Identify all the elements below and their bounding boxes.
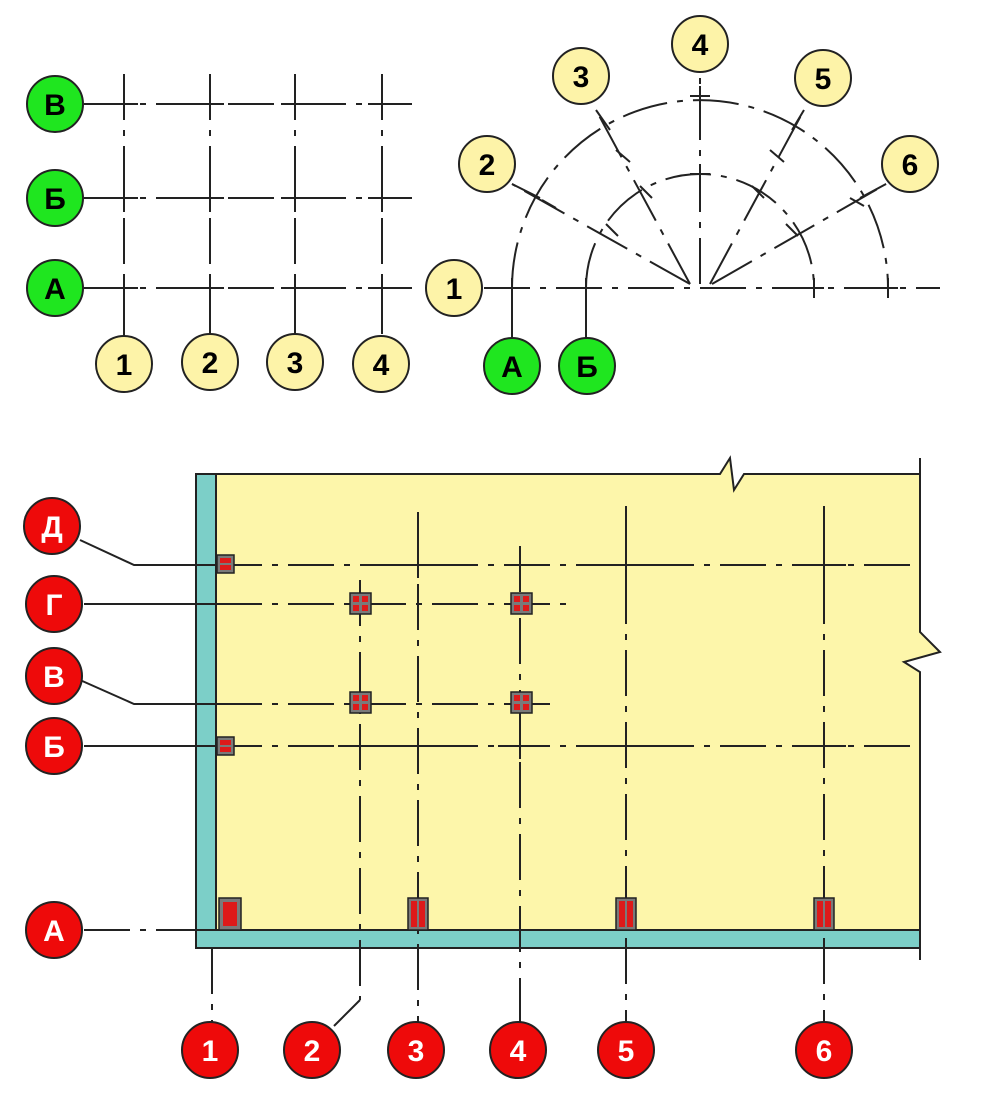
plan-column-v2 xyxy=(349,691,372,714)
radial-bubble-6: 6 xyxy=(881,135,939,193)
radial-arc-bubble-a: А xyxy=(483,337,541,395)
rect-col-label-2: 2 xyxy=(202,347,219,380)
plan-row-label-v: В xyxy=(43,661,65,694)
plan-column-a1 xyxy=(218,897,242,931)
radial-grid-diagram: 1 2 3 4 5 6 А Б xyxy=(425,15,940,395)
rect-row-label-v: В xyxy=(44,89,66,122)
plan-col-bubble-6: 6 xyxy=(795,1021,853,1079)
radial-bubble-4: 4 xyxy=(671,15,729,73)
radial-arc-bubble-b: Б xyxy=(558,337,616,395)
rect-row-bubble-b: Б xyxy=(26,169,84,227)
plan-row-bubble-g: Г xyxy=(25,575,83,633)
rect-row-label-b: Б xyxy=(44,183,66,216)
radial-arc-label-a: А xyxy=(501,351,523,384)
radial-bubble-5: 5 xyxy=(794,49,852,107)
radial-label-3: 3 xyxy=(573,61,590,94)
rect-col-label-4: 4 xyxy=(373,349,390,382)
rect-col-bubble-2: 2 xyxy=(181,333,239,391)
plan-top-break-line xyxy=(196,455,920,493)
radial-bubble-3: 3 xyxy=(552,47,610,105)
rect-col-label-3: 3 xyxy=(287,347,304,380)
rect-row-bubble-a: А xyxy=(26,259,84,317)
radial-intersection-crosses xyxy=(502,86,898,298)
rect-col-bubble-3: 3 xyxy=(266,333,324,391)
plan-row-label-d: Д xyxy=(41,511,62,544)
plan-row-bubble-b: Б xyxy=(25,717,83,775)
radial-leaders xyxy=(511,109,887,199)
plan-col-label-6: 6 xyxy=(816,1035,833,1068)
plan-axis-col-2-leader xyxy=(333,999,361,1027)
rect-col-bubble-1: 1 xyxy=(95,335,153,393)
plan-column-v4 xyxy=(510,691,533,714)
plan-column-a3 xyxy=(407,897,429,931)
plan-col-label-5: 5 xyxy=(618,1035,635,1068)
rect-row-label-a: А xyxy=(44,273,66,306)
plan-column-b1 xyxy=(216,736,235,756)
radial-label-2: 2 xyxy=(479,149,496,182)
rect-row-bubble-v: В xyxy=(26,75,84,133)
plan-col-bubble-4: 4 xyxy=(489,1021,547,1079)
radial-label-1: 1 xyxy=(446,273,463,306)
plan-col-label-2: 2 xyxy=(304,1035,321,1068)
plan-row-label-g: Г xyxy=(45,589,62,622)
plan-column-g4 xyxy=(510,592,533,615)
plan-row-bubble-a: А xyxy=(25,901,83,959)
radial-bubble-2: 2 xyxy=(458,135,516,193)
radial-label-6: 6 xyxy=(902,149,919,182)
rect-grid-diagram: В Б А 1 2 3 4 xyxy=(26,74,412,393)
building-plan-diagram: Д Г В Б А 1 2 3 xyxy=(23,455,942,1079)
plan-column-a5 xyxy=(615,897,637,931)
plan-col-bubble-3: 3 xyxy=(387,1021,445,1079)
rect-col-bubble-4: 4 xyxy=(352,335,410,393)
plan-row-label-b: Б xyxy=(43,731,65,764)
radial-label-4: 4 xyxy=(692,29,709,62)
plan-wall-left xyxy=(195,473,217,949)
radial-arc-label-b: Б xyxy=(576,351,598,384)
plan-col-label-1: 1 xyxy=(202,1035,219,1068)
plan-col-label-4: 4 xyxy=(510,1035,527,1068)
plan-column-g2 xyxy=(349,592,372,615)
plan-row-bubble-v: В xyxy=(25,647,83,705)
plan-wall-bottom xyxy=(195,929,921,949)
plan-floor xyxy=(196,458,940,948)
rect-col-label-1: 1 xyxy=(116,349,133,382)
plan-row-bubble-d: Д xyxy=(23,497,81,555)
rect-intersection-crosses xyxy=(110,90,396,302)
radial-label-5: 5 xyxy=(815,63,832,96)
plan-column-a6 xyxy=(813,897,835,931)
plan-col-bubble-5: 5 xyxy=(597,1021,655,1079)
plan-col-bubble-2: 2 xyxy=(283,1021,341,1079)
plan-row-leaders xyxy=(79,539,216,747)
plan-row-label-a: А xyxy=(43,915,65,948)
plan-col-label-3: 3 xyxy=(408,1035,425,1068)
plan-intersection-crosses xyxy=(338,552,846,759)
plan-right-break-line xyxy=(901,458,942,960)
plan-col-bubble-1: 1 xyxy=(181,1021,239,1079)
radial-bubble-1: 1 xyxy=(425,259,483,317)
plan-column-d1 xyxy=(216,554,235,574)
